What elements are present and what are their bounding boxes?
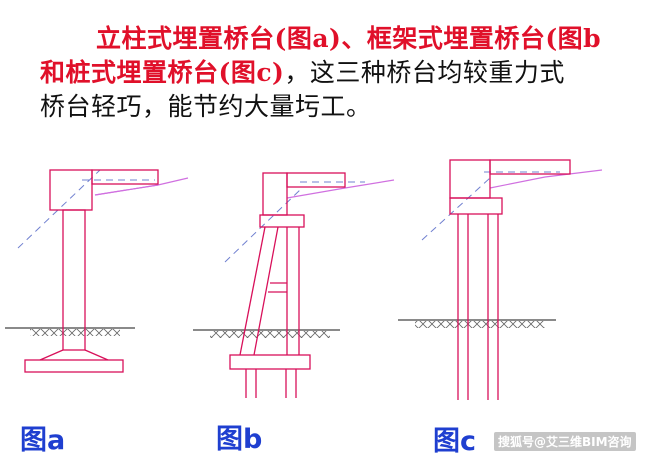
backwall-a xyxy=(91,169,159,185)
caption-figure-b: 图b xyxy=(216,424,263,455)
slab-bottom-a xyxy=(94,184,159,196)
ground-hatch-c xyxy=(415,321,545,328)
pile-cap-b xyxy=(229,354,311,370)
inclined-leg-inner-b xyxy=(253,226,279,356)
body-text-3: 桥台轻巧，能节约大量圬工。 xyxy=(40,92,372,121)
column-a xyxy=(62,209,86,351)
cap-beam-a xyxy=(49,169,93,211)
earth-slope-line-c xyxy=(421,177,491,241)
paragraph-line-1: 立柱式埋置桥台(图a)、框架式埋置桥台(图b xyxy=(40,22,640,56)
paragraph-line-3: 桥台轻巧，能节约大量圬工。 xyxy=(40,90,640,124)
footing-taper-left-a xyxy=(39,349,64,361)
figure-a-column-abutment xyxy=(5,169,189,373)
highlight-text-1: 立柱式埋置桥台(图a)、框架式埋置桥台(图b xyxy=(96,24,602,53)
ground-hatch-a xyxy=(30,329,120,336)
approach-slab-c xyxy=(489,169,603,189)
description-paragraph: 立柱式埋置桥台(图a)、框架式埋置桥台(图b 和桩式埋置桥台(图c)，这三种桥台… xyxy=(40,22,640,124)
cap-beam-c xyxy=(449,159,491,199)
figure-b-frame-abutment xyxy=(193,172,395,398)
body-text-2: ，这三种桥台均较重力式 xyxy=(284,58,565,87)
abutment-diagram xyxy=(5,159,603,400)
earth-slope-line-a xyxy=(17,169,101,249)
footing-taper-right-a xyxy=(84,349,109,361)
watermark-label: 搜狐号@艾三维BIM咨询 xyxy=(494,432,636,451)
caption-figure-a: 图a xyxy=(20,425,66,456)
figure-c-pile-abutment xyxy=(398,159,603,400)
cap-beam-b xyxy=(262,172,288,216)
highlight-text-2: 和桩式埋置桥台(图c) xyxy=(40,58,285,87)
backwall-b xyxy=(286,172,346,188)
approach-slab-b xyxy=(286,179,395,199)
inclined-leg-outer-b xyxy=(239,226,266,356)
tie-beam-top-b xyxy=(259,214,305,228)
footing-a xyxy=(24,359,124,373)
paragraph-line-2: 和桩式埋置桥台(图c)，这三种桥台均较重力式 xyxy=(40,56,640,90)
ground-hatch-b xyxy=(210,331,330,338)
backwall-c xyxy=(489,159,571,175)
caption-figure-c: 图c xyxy=(433,426,477,457)
lower-cap-c xyxy=(449,197,503,215)
